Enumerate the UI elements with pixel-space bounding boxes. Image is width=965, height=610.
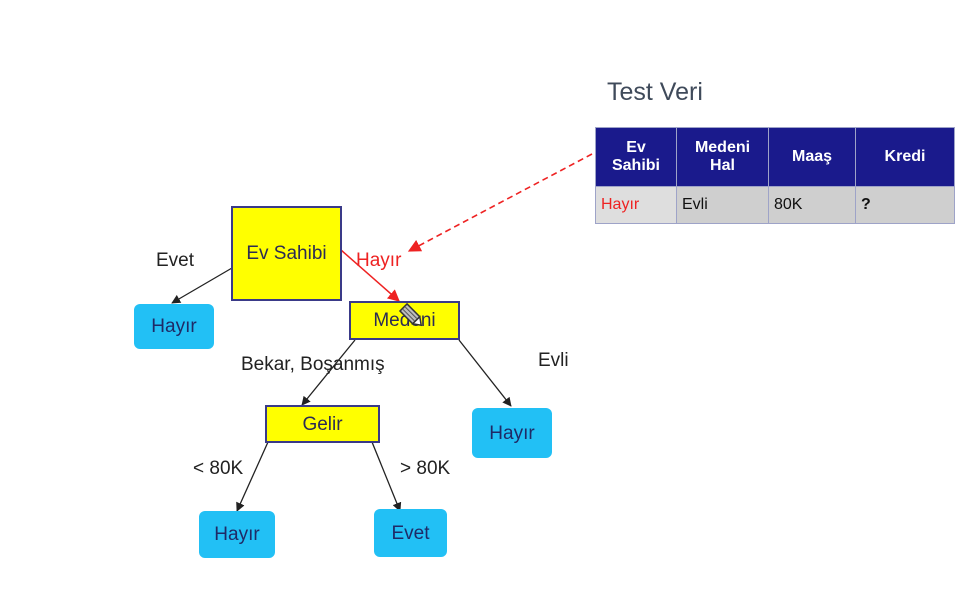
edge-label-evli: Evli [538, 350, 569, 371]
edge-root-to-left-leaf [171, 267, 233, 304]
leaf-high-income: Evet [374, 509, 447, 557]
edge-medeni-to-evli-leaf [458, 339, 512, 407]
edge-gelir-to-high-leaf [371, 441, 402, 512]
edge-gelir-to-low-leaf [236, 441, 269, 512]
node-ev-sahibi: Ev Sahibi [231, 206, 342, 301]
pencil-cursor-icon [398, 302, 423, 327]
header-medeni-hal: Medeni Hal [676, 127, 769, 187]
node-gelir: Gelir [265, 405, 380, 443]
table-row: Hayır Evli 80K ? [595, 186, 955, 224]
test-data-table: Ev Sahibi Medeni Hal Maaş Kredi Hayır Ev… [595, 127, 955, 224]
header-maas: Maaş [768, 127, 856, 187]
table-header-row: Ev Sahibi Medeni Hal Maaş Kredi [595, 127, 955, 187]
leaf-evli: Hayır [472, 408, 552, 458]
cell-kredi: ? [855, 186, 955, 224]
cell-maas: 80K [768, 186, 856, 224]
test-data-pointer-arrow [407, 153, 593, 252]
edge-label-bekar-bosanmis: Bekar, Boşanmış [241, 354, 385, 375]
cell-medeni-hal: Evli [676, 186, 769, 224]
edge-medeni-to-gelir [301, 339, 356, 406]
edge-label-below-80k: < 80K [193, 458, 244, 479]
header-ev-sahibi: Ev Sahibi [595, 127, 677, 187]
cell-ev-sahibi: Hayır [595, 186, 677, 224]
edge-label-hayir: Hayır [356, 250, 402, 271]
leaf-low-income: Hayır [199, 511, 275, 558]
test-data-title: Test Veri [607, 78, 703, 106]
header-kredi: Kredi [855, 127, 955, 187]
edge-label-evet: Evet [156, 250, 195, 271]
edge-label-above-80k: > 80K [400, 458, 451, 479]
edge-root-to-medeni [340, 249, 400, 302]
leaf-root-left: Hayır [134, 304, 214, 349]
